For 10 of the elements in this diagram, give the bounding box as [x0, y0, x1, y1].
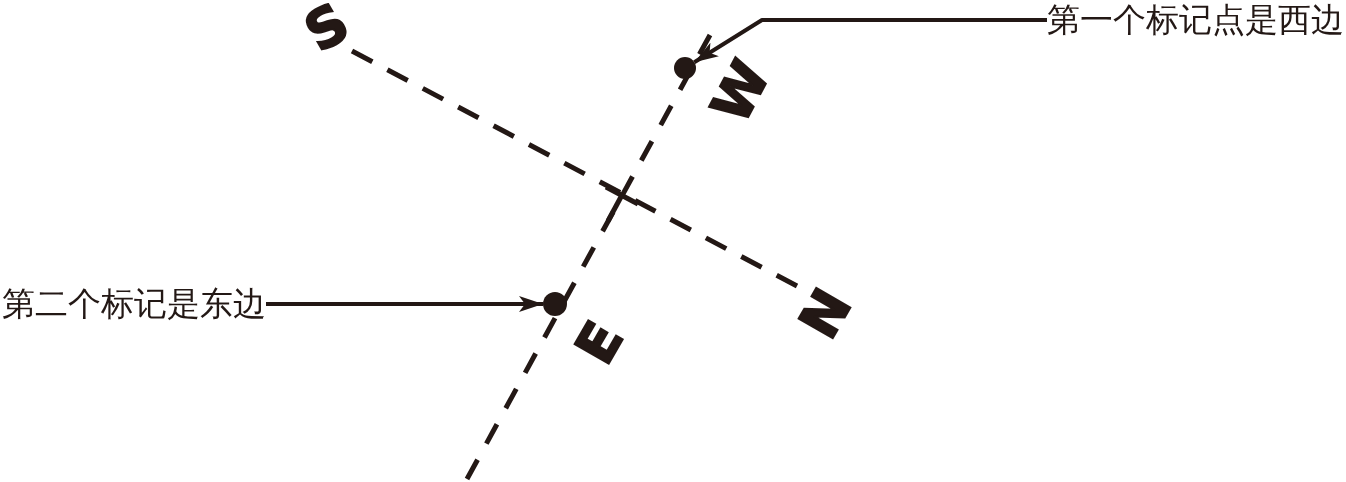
direction-letter: W: [703, 53, 779, 131]
arrow: [693, 18, 1047, 64]
arrow: [266, 296, 543, 312]
callout-text: 第二个标记是东边: [2, 284, 266, 324]
direction-letter: S: [296, 0, 358, 62]
direction-letter: N: [791, 280, 861, 348]
direction-letter: E: [567, 313, 633, 373]
callout-text: 第一个标记点是西边: [1047, 0, 1344, 40]
marker-dot: [543, 292, 567, 316]
marker-dot: [674, 57, 696, 79]
